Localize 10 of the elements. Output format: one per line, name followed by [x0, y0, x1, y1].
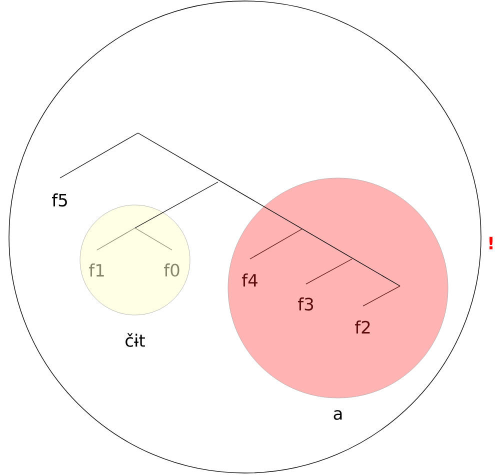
- leaf-label: f3: [298, 297, 314, 311]
- leaf-label: f2: [355, 320, 370, 334]
- leaf-label: f5: [52, 193, 67, 207]
- leaf-label: f0: [164, 263, 180, 277]
- leaf-label: f1: [89, 264, 104, 276]
- region-label: čɨt: [126, 333, 145, 347]
- region-label: a: [334, 410, 342, 420]
- leaf-label: f4: [242, 274, 258, 286]
- circle-outline: [8, 0, 482, 474]
- exclamation-mark: !: [490, 236, 492, 250]
